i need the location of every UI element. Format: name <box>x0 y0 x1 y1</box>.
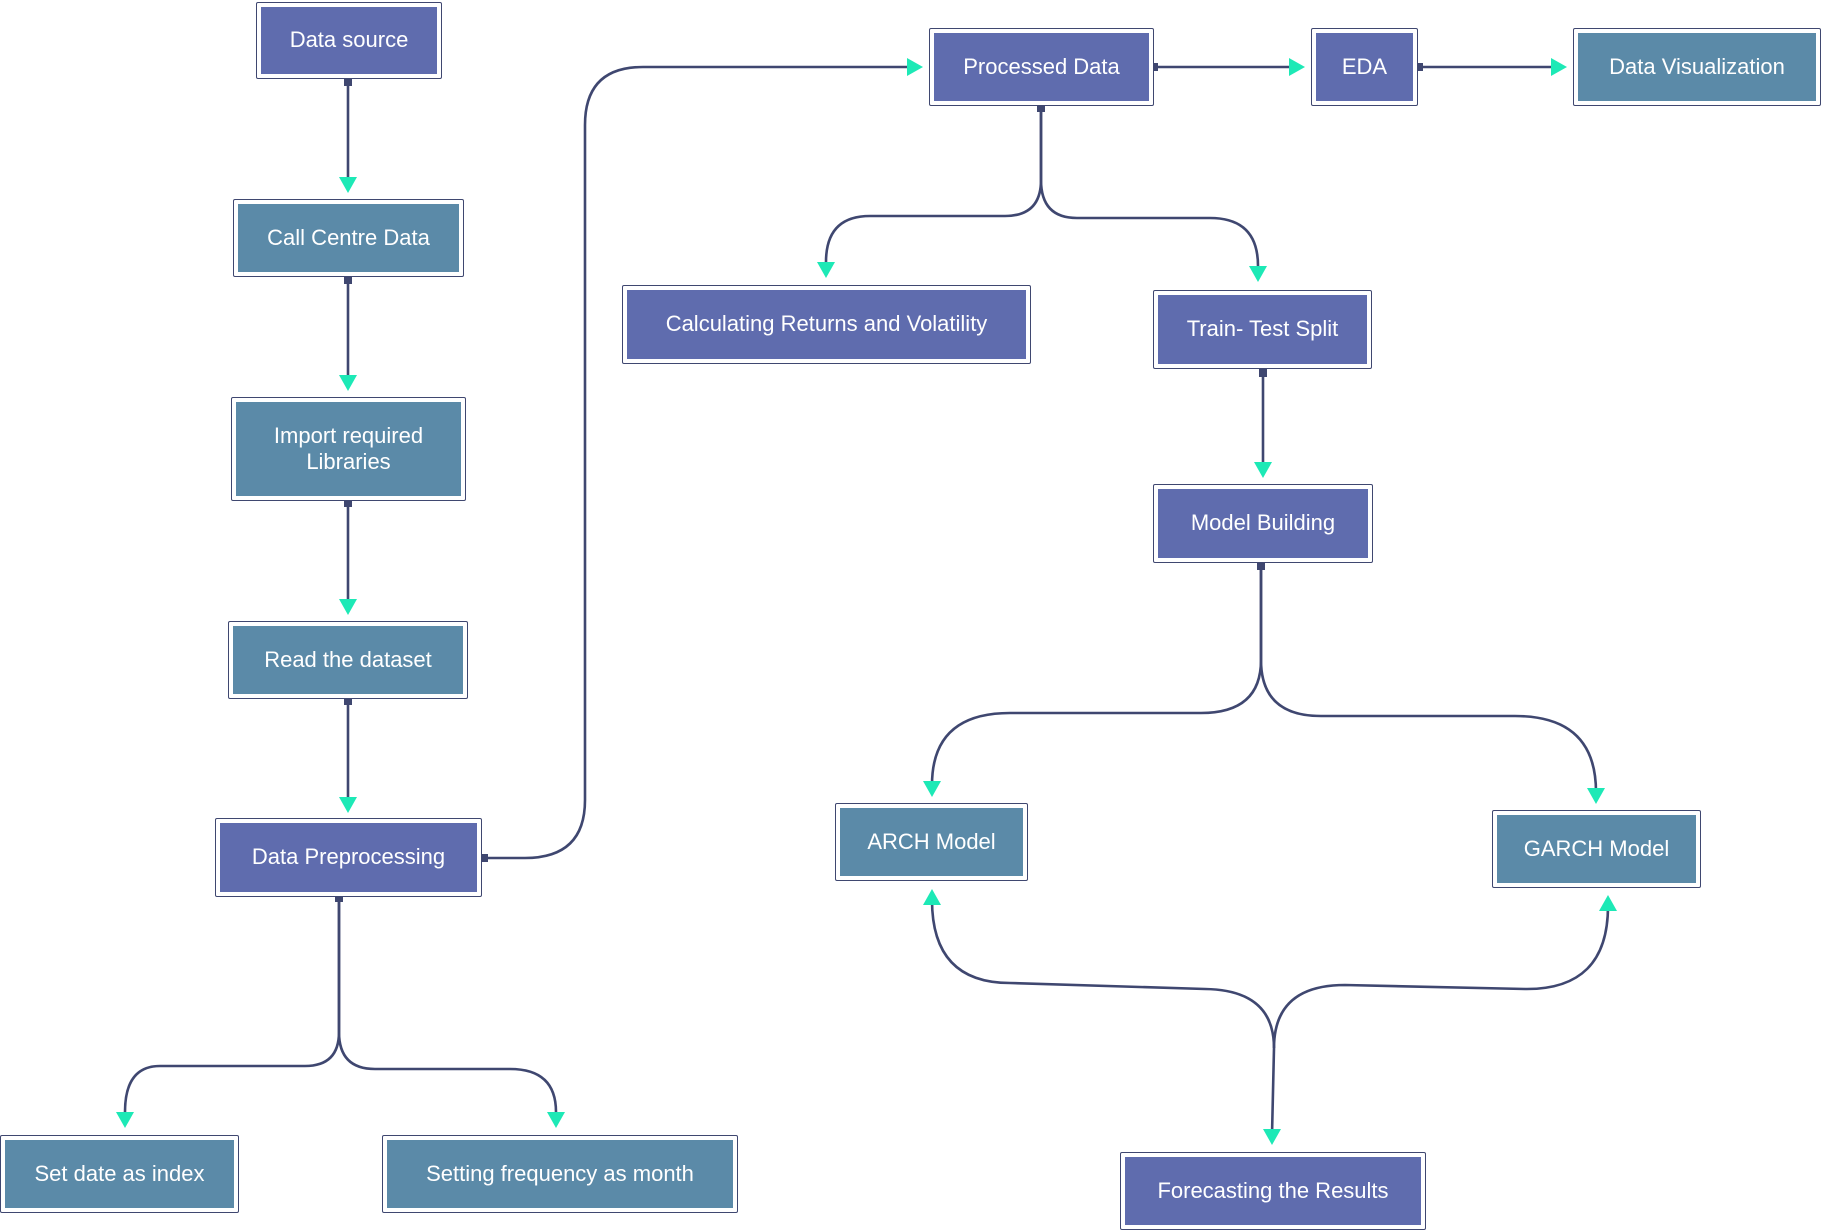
node-data-source-label: Data source <box>261 7 437 74</box>
node-train-test-split-label: Train- Test Split <box>1158 295 1367 364</box>
node-garch-model[interactable]: GARCH Model <box>1492 810 1701 888</box>
node-data-preprocessing-label: Data Preprocessing <box>220 823 477 892</box>
node-set-date-as-index[interactable]: Set date as index <box>0 1135 239 1213</box>
arrow-head-set-frequency <box>547 1112 565 1128</box>
node-eda[interactable]: EDA <box>1311 28 1418 106</box>
node-model-building[interactable]: Model Building <box>1153 484 1373 563</box>
node-data-source[interactable]: Data source <box>256 2 442 79</box>
edge-model-building-to-arch <box>930 566 1263 786</box>
node-call-centre-data[interactable]: Call Centre Data <box>233 199 464 277</box>
node-forecasting-the-results[interactable]: Forecasting the Results <box>1120 1152 1426 1230</box>
node-model-building-label: Model Building <box>1158 489 1368 558</box>
node-calculating-returns-and-volatility[interactable]: Calculating Returns and Volatility <box>622 285 1031 364</box>
arrow-head-call-centre <box>339 177 357 193</box>
arrow-head-processed-data <box>907 58 923 76</box>
port-read-dataset-bottom[interactable] <box>344 697 352 705</box>
edge-preprocessing-to-processed-data <box>484 65 908 860</box>
port-call-centre-bottom[interactable] <box>344 276 352 284</box>
node-arch-model-label: ARCH Model <box>840 808 1023 876</box>
node-data-visualization-label: Data Visualization <box>1578 33 1816 101</box>
node-setting-frequency-as-month[interactable]: Setting frequency as month <box>382 1135 738 1213</box>
edge-preprocessing-to-set-frequency <box>337 898 558 1113</box>
port-preprocessing-bottom[interactable] <box>335 894 343 902</box>
arrow-head-eda <box>1289 58 1305 76</box>
port-processed-data-bottom[interactable] <box>1037 104 1045 112</box>
node-data-visualization[interactable]: Data Visualization <box>1573 28 1821 106</box>
edge-forecast-to-arch <box>930 899 1276 1136</box>
port-split-bottom[interactable] <box>1259 369 1267 377</box>
port-import-libraries-bottom[interactable] <box>344 499 352 507</box>
node-set-date-as-index-label: Set date as index <box>5 1140 234 1208</box>
arrow-head-import-libraries <box>339 375 357 391</box>
node-read-the-dataset-label: Read the dataset <box>233 626 463 694</box>
arrow-head-model-building <box>1254 462 1272 478</box>
edge-preprocessing-to-set-date <box>123 898 341 1113</box>
arrow-head-set-date <box>116 1112 134 1128</box>
node-train-test-split[interactable]: Train- Test Split <box>1153 290 1372 369</box>
arrow-head-preprocessing <box>339 797 357 813</box>
node-arch-model[interactable]: ARCH Model <box>835 803 1028 881</box>
node-forecasting-the-results-label: Forecasting the Results <box>1125 1157 1421 1225</box>
edge-processed-data-to-returns <box>824 108 1043 263</box>
node-processed-data[interactable]: Processed Data <box>929 28 1154 106</box>
node-setting-frequency-as-month-label: Setting frequency as month <box>387 1140 733 1208</box>
arrow-head-visualization <box>1551 58 1567 76</box>
arrow-head-arch-from-model <box>923 781 941 797</box>
port-eda-right[interactable] <box>1415 63 1423 71</box>
node-import-required-libraries-label: Import required Libraries <box>236 402 461 496</box>
port-preprocessing-right[interactable] <box>480 854 488 862</box>
edge-model-building-to-garch <box>1259 566 1598 793</box>
node-garch-model-label: GARCH Model <box>1497 815 1696 883</box>
port-data-source-bottom[interactable] <box>344 78 352 86</box>
arrow-head-arch-from-forecast <box>923 889 941 905</box>
port-processed-data-right[interactable] <box>1150 63 1158 71</box>
edge-forecast-to-garch <box>1272 905 1610 1049</box>
edge-processed-data-to-split <box>1039 108 1260 267</box>
node-call-centre-data-label: Call Centre Data <box>238 204 459 272</box>
node-processed-data-label: Processed Data <box>934 33 1149 101</box>
arrow-head-garch-from-forecast <box>1599 895 1617 911</box>
node-eda-label: EDA <box>1316 33 1413 101</box>
arrow-head-split <box>1249 266 1267 282</box>
arrow-head-forecast <box>1263 1129 1281 1145</box>
arrow-head-garch-from-model <box>1587 788 1605 804</box>
node-calculating-returns-and-volatility-label: Calculating Returns and Volatility <box>627 290 1026 359</box>
node-data-preprocessing[interactable]: Data Preprocessing <box>215 818 482 897</box>
arrow-head-read-dataset <box>339 599 357 615</box>
node-import-required-libraries[interactable]: Import required Libraries <box>231 397 466 501</box>
port-model-building-bottom[interactable] <box>1257 562 1265 570</box>
node-read-the-dataset[interactable]: Read the dataset <box>228 621 468 699</box>
arrow-head-returns <box>817 262 835 278</box>
